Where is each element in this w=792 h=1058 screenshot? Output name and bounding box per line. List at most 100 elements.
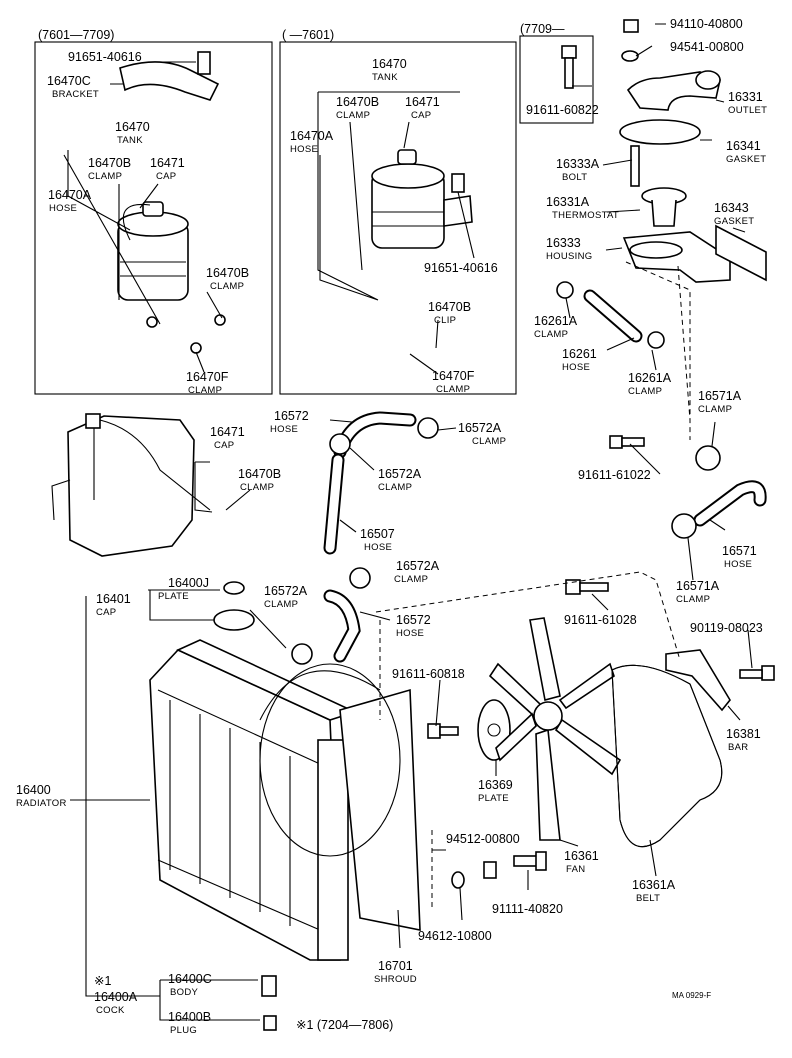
svg-text:91111-40820: 91111-40820: [492, 902, 563, 916]
svg-text:16343: 16343: [714, 201, 749, 215]
svg-text:HOSE: HOSE: [49, 203, 77, 214]
bolt-90119-08023: [739, 665, 775, 681]
svg-text:16400: 16400: [16, 783, 51, 797]
svg-text:THERMOSTAT: THERMOSTAT: [552, 210, 619, 221]
svg-text:16470B: 16470B: [88, 156, 131, 170]
water-outlet: [626, 70, 721, 111]
svg-text:CAP: CAP: [96, 607, 116, 618]
svg-text:HOSE: HOSE: [396, 628, 424, 639]
svg-text:16361A: 16361A: [632, 878, 676, 892]
clamp-16261A-1: [556, 281, 574, 299]
label-l13: 91651-40616: [424, 261, 498, 275]
svg-text:16401: 16401: [96, 592, 131, 606]
svg-text:91611-60822: 91611-60822: [526, 103, 599, 117]
clamp-16572A-a: [417, 417, 439, 439]
svg-text:CLAMP: CLAMP: [534, 329, 568, 340]
footnote-note: ※1 (7204—7806): [296, 1018, 393, 1032]
svg-text:16571A: 16571A: [676, 579, 720, 593]
svg-text:91611-60818: 91611-60818: [392, 667, 465, 681]
clamp-16572A-b: [329, 433, 351, 455]
svg-text:HOSE: HOSE: [364, 542, 392, 553]
svg-text:CLAMP: CLAMP: [240, 482, 274, 493]
shroud: [259, 663, 421, 931]
inset-header-left: (7601—7709): [38, 28, 114, 42]
svg-text:COCK: COCK: [96, 1005, 125, 1016]
svg-text:CLAMP: CLAMP: [378, 482, 412, 493]
clamp-left-2: [214, 314, 226, 326]
adjusting-bar: [665, 649, 731, 712]
svg-text:16470F: 16470F: [432, 369, 475, 383]
svg-text:GASKET: GASKET: [726, 154, 766, 165]
clamp-16571A-b: [671, 513, 697, 539]
svg-text:91651-40616: 91651-40616: [424, 261, 498, 275]
svg-text:BODY: BODY: [170, 987, 198, 998]
svg-text:PLATE: PLATE: [478, 793, 509, 804]
clamp-16572A-c: [349, 567, 371, 589]
svg-text:94541-00800: 94541-00800: [670, 40, 744, 54]
svg-text:16471: 16471: [150, 156, 185, 170]
svg-text:SHROUD: SHROUD: [374, 974, 417, 985]
svg-text:16470B: 16470B: [428, 300, 471, 314]
svg-text:16400J: 16400J: [168, 576, 209, 590]
svg-text:TANK: TANK: [117, 135, 143, 146]
svg-text:94512-00800: 94512-00800: [446, 832, 520, 846]
inset-frame-right: [519, 35, 594, 124]
cap-plate: [223, 581, 245, 595]
svg-text:16470: 16470: [372, 57, 407, 71]
svg-text:HOUSING: HOUSING: [546, 251, 592, 262]
label-l01: 91651-40616: [68, 50, 142, 64]
svg-text:16471: 16471: [210, 425, 245, 439]
svg-text:BAR: BAR: [728, 742, 748, 753]
inset-header-right: (7709—: [520, 22, 565, 36]
svg-text:OUTLET: OUTLET: [728, 105, 767, 116]
svg-text:CLAMP: CLAMP: [188, 385, 222, 396]
svg-text:16261: 16261: [562, 347, 597, 361]
drain-plug: [263, 1015, 277, 1031]
radiator-cap: [213, 609, 255, 631]
svg-text:16333: 16333: [546, 236, 581, 250]
bolt-91611-60818: [427, 723, 459, 739]
svg-text:16361: 16361: [564, 849, 599, 863]
svg-text:CAP: CAP: [214, 440, 234, 451]
bolt-91611-60822: [561, 45, 577, 89]
svg-text:16572A: 16572A: [264, 584, 308, 598]
svg-text:CLAMP: CLAMP: [436, 384, 470, 395]
inset-frame-middle: [279, 41, 517, 395]
svg-text:91611-61022: 91611-61022: [578, 468, 651, 482]
svg-text:16470B: 16470B: [336, 95, 379, 109]
svg-text:16572A: 16572A: [378, 467, 422, 481]
label-l43: 91611-61028: [564, 613, 637, 627]
svg-text:CLAMP: CLAMP: [210, 281, 244, 292]
fan: [488, 617, 622, 841]
svg-text:HOSE: HOSE: [290, 144, 318, 155]
svg-text:BRACKET: BRACKET: [52, 89, 99, 100]
svg-text:91651-40616: 91651-40616: [68, 50, 142, 64]
svg-text:CLAMP: CLAMP: [264, 599, 298, 610]
reservoir-tank-left: [117, 201, 189, 301]
bolt-91611-61028: [565, 579, 609, 595]
radiator: [149, 639, 358, 961]
svg-text:16400B: 16400B: [168, 1010, 211, 1024]
label-l18: 94541-00800: [670, 40, 744, 54]
